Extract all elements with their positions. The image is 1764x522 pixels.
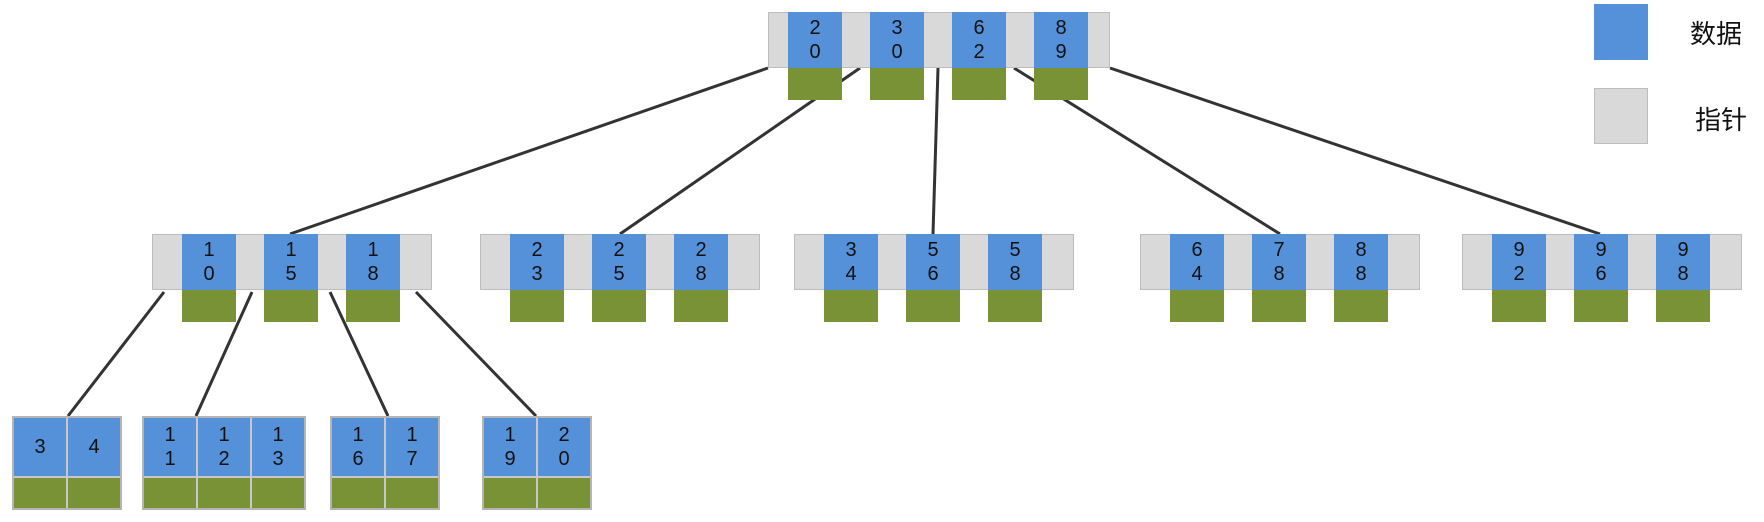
legend-pointer-swatch <box>1594 88 1648 144</box>
leaf-data-block <box>252 478 304 508</box>
tree-edge <box>289 66 769 236</box>
tree-edge <box>328 291 390 417</box>
root-key: 6 2 <box>952 12 1006 68</box>
leaf-key: 1 3 <box>252 418 304 476</box>
leaf-data-block <box>198 478 250 508</box>
leaf-key: 3 <box>14 418 66 476</box>
internal-data-block <box>674 290 728 322</box>
legend-data-swatch <box>1594 4 1648 60</box>
leaf-data-block <box>144 478 196 508</box>
leaf-key: 2 0 <box>538 418 590 476</box>
root-key: 8 9 <box>1034 12 1088 68</box>
root-data-block <box>1034 68 1088 100</box>
root-data-block <box>788 68 842 100</box>
legend-pointer-label: 指针 <box>1695 106 1748 136</box>
internal-key: 9 2 <box>1492 234 1546 290</box>
leaf-data-block <box>68 478 120 508</box>
internal-key: 3 4 <box>824 234 878 290</box>
internal-key: 9 8 <box>1656 234 1710 290</box>
internal-key: 2 5 <box>592 234 646 290</box>
internal-data-block <box>1252 290 1306 322</box>
internal-key: 1 8 <box>346 234 400 290</box>
root-data-block <box>870 68 924 100</box>
internal-data-block <box>1170 290 1224 322</box>
internal-key: 8 8 <box>1334 234 1388 290</box>
internal-key: 9 6 <box>1574 234 1628 290</box>
internal-key: 5 8 <box>988 234 1042 290</box>
tree-edge <box>931 67 940 235</box>
leaf-key: 1 9 <box>484 418 536 476</box>
root-key: 2 0 <box>788 12 842 68</box>
internal-data-block <box>1334 290 1388 322</box>
leaf-key: 1 6 <box>332 418 384 476</box>
root-data-block <box>952 68 1006 100</box>
internal-data-block <box>182 290 236 322</box>
tree-edge <box>414 290 538 418</box>
internal-data-block <box>592 290 646 322</box>
leaf-key: 1 2 <box>198 418 250 476</box>
internal-data-block <box>1574 290 1628 322</box>
leaf-data-block <box>538 478 590 508</box>
leaf-key: 4 <box>68 418 120 476</box>
internal-data-block <box>988 290 1042 322</box>
internal-data-block <box>510 290 564 322</box>
tree-edge <box>194 291 254 417</box>
internal-key: 2 3 <box>510 234 564 290</box>
tree-edge <box>1109 66 1601 236</box>
leaf-key: 1 1 <box>144 418 196 476</box>
internal-key: 1 5 <box>264 234 318 290</box>
internal-data-block <box>346 290 400 322</box>
legend-data-label: 数据 <box>1690 20 1743 50</box>
leaf-data-block <box>332 478 384 508</box>
internal-data-block <box>1492 290 1546 322</box>
root-key: 3 0 <box>870 12 924 68</box>
internal-data-block <box>1656 290 1710 322</box>
internal-data-block <box>906 290 960 322</box>
internal-key: 2 8 <box>674 234 728 290</box>
internal-key: 6 4 <box>1170 234 1224 290</box>
leaf-key: 1 7 <box>386 418 438 476</box>
internal-data-block <box>824 290 878 322</box>
internal-key: 1 0 <box>182 234 236 290</box>
internal-data-block <box>264 290 318 322</box>
internal-key: 5 6 <box>906 234 960 290</box>
leaf-data-block <box>386 478 438 508</box>
leaf-data-block <box>484 478 536 508</box>
tree-edge <box>66 291 166 417</box>
internal-key: 7 8 <box>1252 234 1306 290</box>
leaf-data-block <box>14 478 66 508</box>
